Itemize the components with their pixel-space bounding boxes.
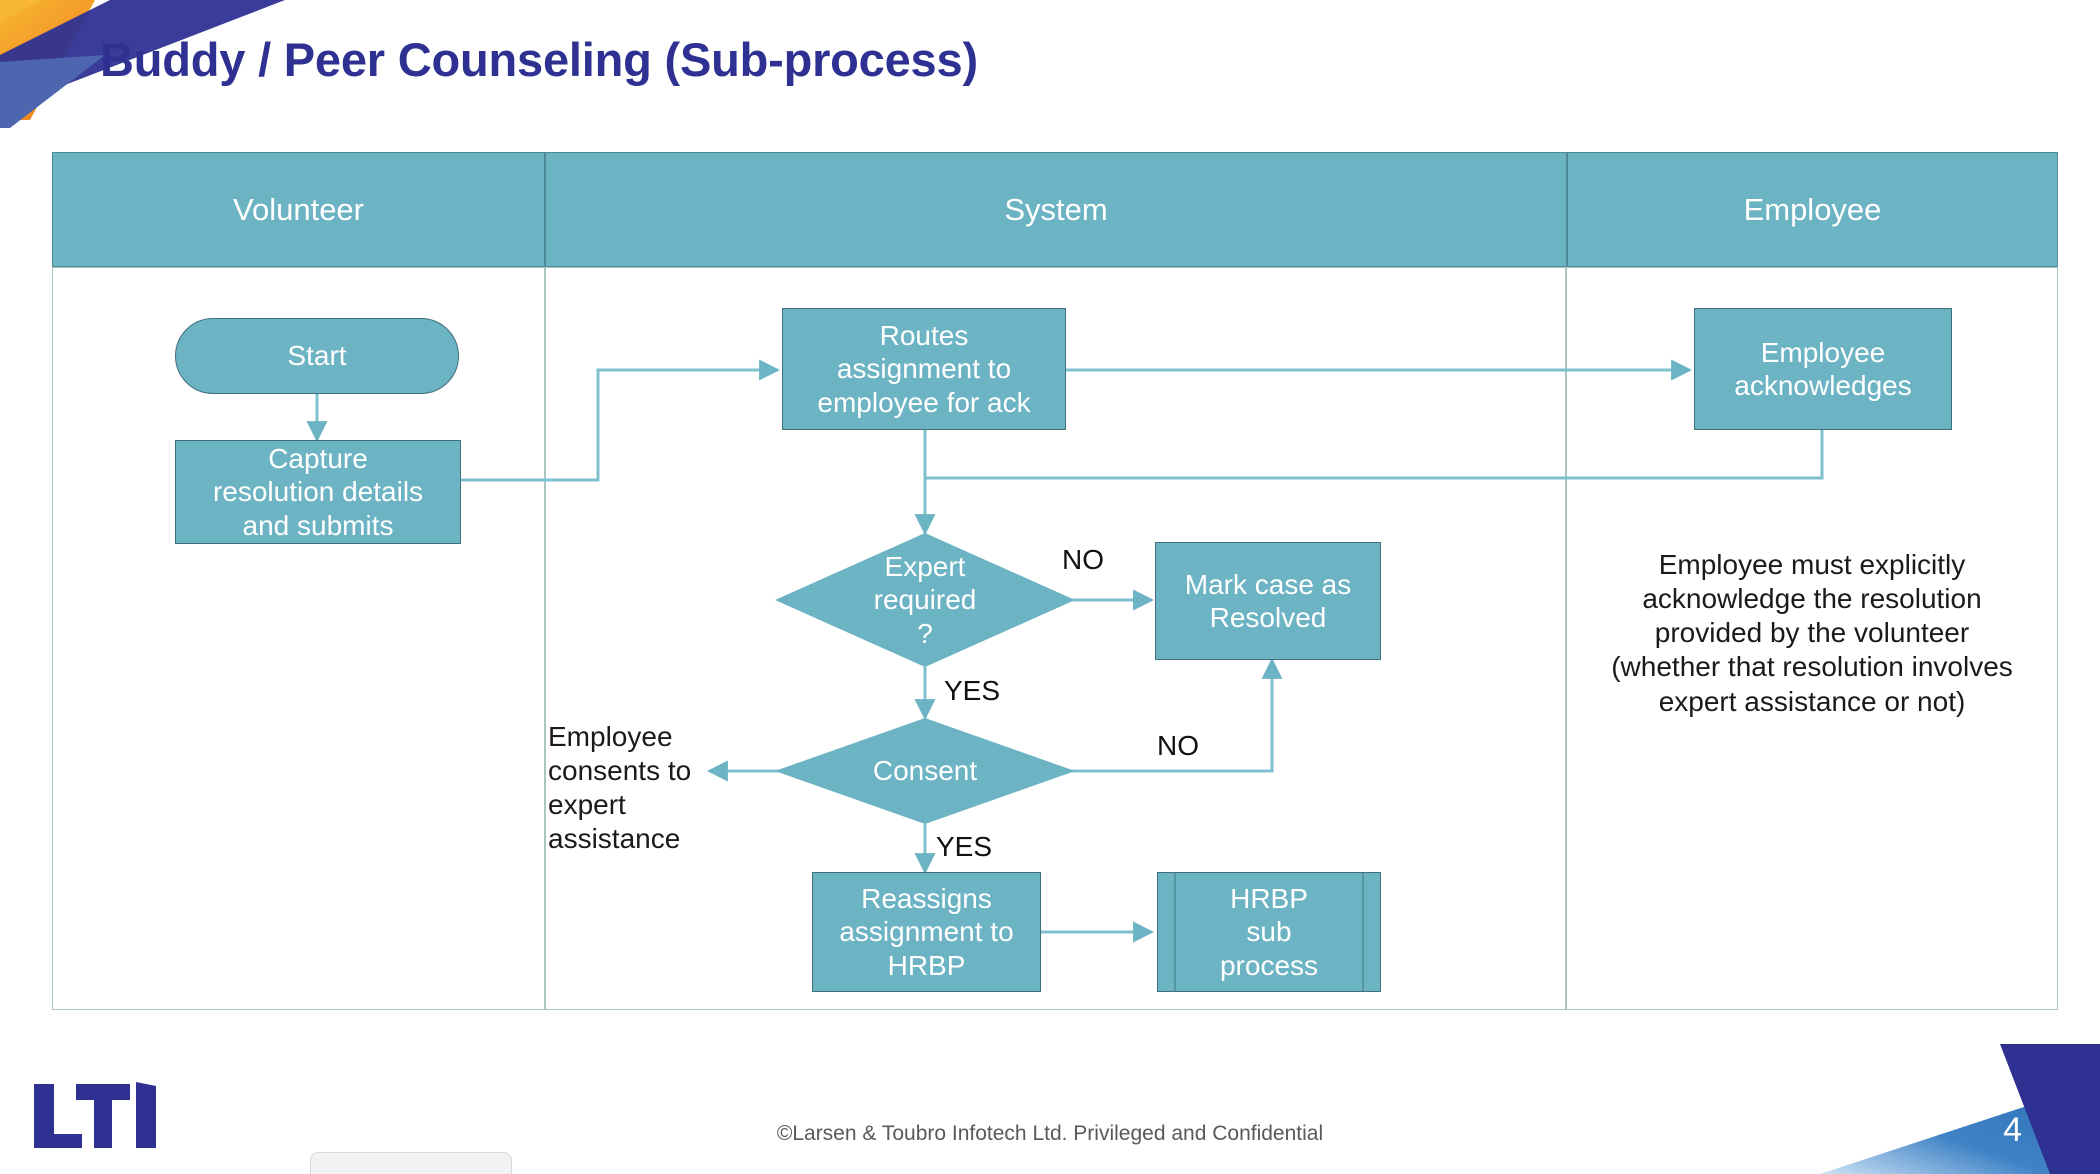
consent-diamond-label: Consent (775, 718, 1075, 824)
node-resolved-line2: Resolved (1209, 602, 1327, 633)
node-reassign-line1: Reassigns (861, 883, 992, 915)
edge-ack-return (925, 430, 1824, 480)
node-start[interactable]: Start (175, 318, 459, 394)
node-capture-resolution[interactable]: Capture resolution details and submits (175, 440, 461, 544)
edge-label-expert-yes: YES (944, 675, 1001, 706)
node-resolved-line1: Mark case as (1184, 568, 1352, 600)
note-consent-line4: assistance (548, 823, 681, 855)
node-expert-line2: required (873, 584, 977, 616)
note-employee-must-acknowledge: Employee must explicitly acknowledge the… (1586, 548, 2038, 719)
node-routes-line3: employee for ack (817, 386, 1031, 418)
note-employee-line3: provided by the volunteer (1654, 617, 1970, 649)
node-reassign-line3: HRBP (887, 949, 966, 981)
footer-copyright: ©Larsen & Toubro Infotech Ltd. Privilege… (776, 1122, 1324, 1145)
node-expert-required-decision[interactable]: Expert required ? (775, 533, 1075, 667)
node-reassign-line2: assignment to (839, 916, 1014, 948)
lane-divider-volunteer-system (544, 268, 546, 1009)
taskbar-window-nub[interactable] (310, 1152, 512, 1174)
predefined-process-right-bar (1362, 873, 1364, 991)
node-ack-line1: Employee (1760, 336, 1886, 368)
note-employee-line1: Employee must explicitly (1658, 549, 1966, 580)
node-start-label: Start (287, 340, 347, 372)
lane-header-system-label: System (1004, 191, 1108, 227)
lti-logo (34, 1082, 156, 1148)
node-hrbp-line2: sub (1246, 916, 1292, 948)
node-routes-line1: Routes (879, 320, 969, 352)
lane-header-employee-label: Employee (1743, 191, 1882, 227)
note-employee-line4: (whether that resolution involves (1611, 651, 2013, 683)
lane-header-volunteer-label: Volunteer (233, 191, 364, 227)
node-expert-line3: ? (917, 617, 933, 649)
page-title: Buddy / Peer Counseling (Sub-process) (100, 33, 978, 86)
swimlane-table: Volunteer System Employee (52, 152, 2058, 1010)
node-consent-decision[interactable]: Consent (775, 718, 1075, 824)
note-employee-consents: Employee consents to expert assistance (548, 720, 728, 857)
note-consent-line3: expert (548, 789, 626, 821)
note-consent-line2: consents to (548, 755, 692, 787)
node-capture-line1: Capture (268, 443, 368, 475)
lane-body (52, 267, 2058, 1010)
lane-header-volunteer: Volunteer (52, 152, 545, 267)
lane-divider-system-employee (1565, 268, 1567, 1009)
edge-label-consent-yes: YES (936, 831, 993, 862)
node-hrbp-line1: HRBP (1230, 883, 1308, 915)
node-consent-label: Consent (872, 755, 978, 787)
node-mark-case-resolved[interactable]: Mark case as Resolved (1155, 542, 1381, 660)
note-employee-line2: acknowledge the resolution (1642, 583, 1982, 615)
lane-header-employee: Employee (1567, 152, 2058, 267)
lane-header-system: System (545, 152, 1567, 267)
node-employee-acknowledges[interactable]: Employee acknowledges (1694, 308, 1952, 430)
note-consent-line1: Employee (548, 721, 673, 752)
node-reassigns-to-hrbp[interactable]: Reassigns assignment to HRBP (812, 872, 1041, 992)
node-capture-line3: and submits (242, 509, 394, 541)
node-hrbp-sub-process[interactable]: HRBP sub process (1157, 872, 1381, 992)
node-expert-line1: Expert (884, 551, 966, 583)
node-hrbp-line3: process (1219, 949, 1319, 981)
expert-diamond-label: Expert required ? (775, 533, 1075, 667)
edge-label-expert-no: NO (1062, 544, 1104, 575)
edge-consent-no-to-resolved (1069, 657, 1283, 773)
predefined-process-left-bar (1174, 873, 1176, 991)
edge-label-consent-no: NO (1157, 730, 1199, 761)
note-employee-line5: expert assistance or not) (1658, 685, 1966, 717)
node-ack-line2: acknowledges (1734, 370, 1912, 401)
lane-header-row: Volunteer System Employee (52, 152, 2058, 267)
node-routes-assignment[interactable]: Routes assignment to employee for ack (782, 308, 1066, 430)
page-number: 4 (2003, 1111, 2022, 1149)
node-routes-line2: assignment to (836, 353, 1012, 385)
edge-capture-to-routes (461, 359, 781, 482)
node-capture-line2: resolution details (212, 476, 424, 508)
